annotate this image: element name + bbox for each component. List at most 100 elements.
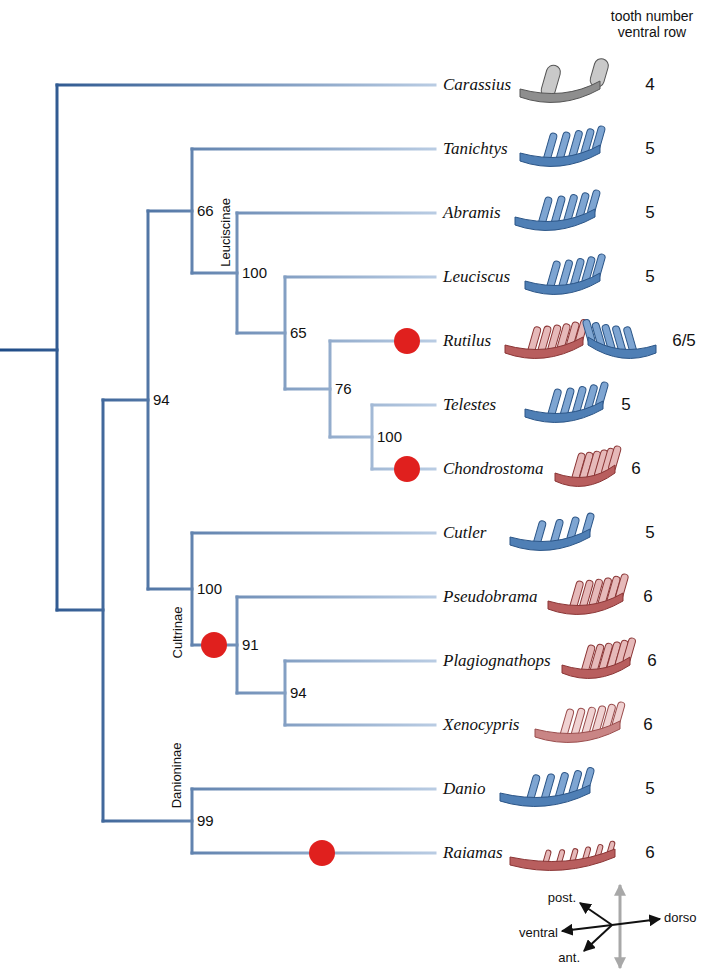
tooth-count: 5 (645, 267, 654, 287)
bone-arch (520, 145, 600, 166)
bone-arch (510, 849, 615, 870)
tooth-count: 6/5 (672, 331, 696, 351)
tooth-count: 6 (631, 459, 640, 479)
tree-branch (192, 148, 435, 151)
direction-arrow (584, 925, 612, 951)
bone-arch (562, 657, 630, 678)
bone-arch (588, 337, 656, 358)
support-value: 66 (197, 202, 214, 219)
gain-marker (309, 840, 335, 866)
taxon-name: Abramis (443, 203, 501, 223)
bone-arch (515, 209, 595, 230)
bone-arch (525, 273, 600, 294)
tree-branch (57, 84, 435, 87)
taxon-name: Plagiognathops (443, 651, 551, 671)
pharyngeal-bone (510, 841, 615, 871)
tree-branch (148, 210, 192, 213)
tooth-count: 6 (643, 587, 652, 607)
taxon-name: Carassius (443, 75, 511, 95)
support-value: 76 (335, 380, 352, 397)
bone-arch (505, 337, 583, 358)
tree-branch (103, 399, 148, 402)
pharyngeal-bone (562, 637, 636, 678)
support-value: 100 (377, 428, 402, 445)
tree-branch (192, 272, 237, 275)
clade-name: Cultrinae (171, 606, 186, 658)
pharyngeal-bone (520, 125, 606, 166)
bone-arch (525, 401, 603, 422)
tree-branch (285, 660, 435, 663)
support-value: 100 (242, 264, 267, 281)
support-value: 99 (197, 812, 214, 829)
orientation-label: ventral (519, 926, 558, 941)
bone-arch (520, 81, 600, 102)
pharyngeal-bone (548, 573, 629, 614)
tree-branch (56, 85, 59, 610)
pharyngeal-bone (555, 445, 622, 486)
taxon-name: Xenocypris (443, 715, 519, 735)
taxon-name: Danio (443, 779, 486, 799)
column-header: tooth number ventral row (600, 8, 704, 40)
gain-marker (201, 632, 227, 658)
pharyngeal-bone (535, 701, 625, 742)
bone-arch (510, 529, 590, 550)
tree-branch (237, 692, 285, 695)
tree-branch (372, 404, 435, 407)
tooth-count: 6 (645, 843, 654, 863)
pharyngeal-bone (525, 253, 606, 294)
pharyngeal-bone (505, 319, 588, 359)
tooth-count: 4 (645, 75, 654, 95)
tooth-count: 6 (643, 715, 652, 735)
orientation-label: dorso (664, 911, 697, 926)
tree-branch (285, 388, 330, 391)
bone-arch (535, 721, 620, 742)
pharyngeal-bone (582, 319, 656, 359)
taxon-name: Leuciscus (443, 267, 510, 287)
pharyngeal-bone (500, 767, 595, 807)
taxon-name: Tanichtys (443, 139, 508, 159)
tree-branch (330, 436, 372, 439)
clade-name: Leuciscinae (219, 198, 234, 267)
pharyngeal-bone (520, 57, 610, 102)
support-value: 65 (290, 324, 307, 341)
gain-marker (394, 456, 420, 482)
tree-branch (148, 588, 192, 591)
tree-branch (237, 212, 435, 215)
tree-branch (237, 332, 285, 335)
support-value: 100 (197, 580, 222, 597)
direction-arrow (562, 925, 612, 931)
tooth-count: 5 (645, 779, 654, 799)
support-value: 94 (290, 684, 307, 701)
tree-branch (0, 349, 57, 352)
axis-arrow (619, 885, 622, 968)
clade-name: Danioninae (171, 742, 186, 808)
tooth-count: 5 (645, 139, 654, 159)
tree-branch (57, 609, 103, 612)
tree-branch (192, 532, 435, 535)
taxon-name: Cutler (443, 523, 486, 543)
support-value: 91 (242, 636, 259, 653)
tooth-count: 5 (645, 203, 654, 223)
direction-arrow (580, 903, 612, 925)
tree-branch (237, 596, 435, 599)
tree-branches (0, 85, 435, 853)
pharyngeal-bone (515, 189, 601, 230)
support-value: 94 (153, 391, 170, 408)
tooth-count: 5 (621, 395, 630, 415)
orientation-label: post. (548, 891, 576, 906)
tooth-count: 6 (647, 651, 656, 671)
pharyngeal-bone (525, 381, 609, 422)
taxon-name: Chondrostoma (443, 459, 543, 479)
tree-branch (285, 276, 435, 279)
direction-arrow (612, 919, 660, 925)
tree-branch (285, 724, 435, 727)
taxon-name: Telestes (443, 395, 496, 415)
bone-arch (500, 785, 590, 806)
gain-marker (394, 328, 420, 354)
tree-branch (103, 820, 192, 823)
taxon-name: Rutilus (443, 331, 491, 351)
bone-arch (555, 465, 615, 486)
taxon-name: Raiamas (443, 843, 503, 863)
tree-branch (192, 788, 435, 791)
